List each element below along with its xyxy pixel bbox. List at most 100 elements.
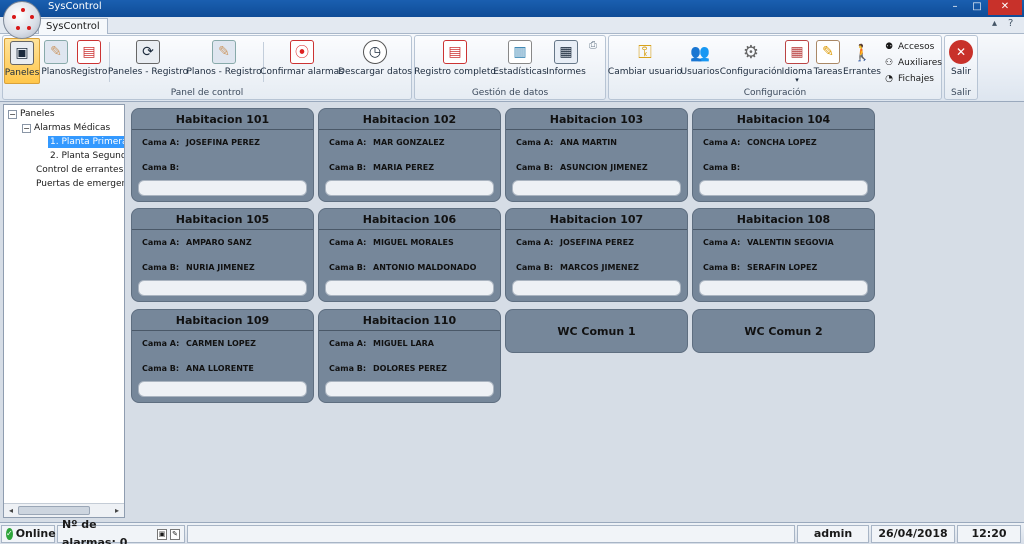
minimize-button[interactable]: – <box>952 1 958 12</box>
room-status-field <box>325 180 494 196</box>
paneles-registro-button[interactable]: ⟳ Paneles - Registro <box>108 38 188 84</box>
patient-name: JOSEFINA PEREZ <box>560 238 634 247</box>
status-message <box>187 525 795 543</box>
room-card[interactable]: Habitacion 104 Cama A:CONCHA LOPEZ Cama … <box>692 108 875 202</box>
registro-button[interactable]: ▤ Registro <box>71 38 107 84</box>
scroll-left-icon[interactable]: ◂ <box>8 506 13 515</box>
language-icon: ▦ <box>785 40 809 64</box>
orb-dot-icon <box>21 8 25 12</box>
full-log-icon: ▤ <box>443 40 467 64</box>
fichajes-button[interactable]: ◔Fichajes <box>883 72 942 86</box>
patient-name: MIGUEL MORALES <box>373 238 454 247</box>
orb-dot-icon <box>30 15 34 19</box>
auxiliares-button[interactable]: ⚇Auxiliares <box>883 56 942 70</box>
cambiar-usuario-button[interactable]: ⚿ Cambiar usuario <box>608 38 682 84</box>
tree-item-puertas-emergencia[interactable]: Puertas de emergencia <box>36 178 124 190</box>
panel-log-icon: ⟳ <box>136 40 160 64</box>
descargar-datos-button[interactable]: ◷ Descargar datos <box>338 38 412 84</box>
room-card[interactable]: Habitacion 101 Cama A:JOSEFINA PEREZ Cam… <box>131 108 314 202</box>
collapse-icon[interactable]: − <box>22 123 31 133</box>
accesos-button[interactable]: ⚉Accesos <box>883 40 942 54</box>
bed-b-row: Cama B:ANTONIO MALDONADO <box>319 255 500 280</box>
room-title: Habitacion 102 <box>319 109 500 130</box>
tree-label: Control de errantes <box>36 165 124 175</box>
registro-completo-button[interactable]: ▤ Registro completo <box>414 38 496 84</box>
confirmar-alarmas-label: Confirmar alarmas <box>260 67 344 77</box>
chevron-down-icon: ▾ <box>795 76 799 84</box>
paneles-button[interactable]: ▣ Paneles <box>4 38 40 84</box>
bed-a-row: Cama A:JOSEFINA PEREZ <box>132 130 313 155</box>
confirmar-alarmas-button[interactable]: ⦿ Confirmar alarmas <box>260 38 344 84</box>
informes-button[interactable]: ▦ Informes <box>546 38 586 84</box>
tree-label: 1. Planta Primera <box>48 136 124 148</box>
tareas-button[interactable]: ✎ Tareas <box>813 38 843 84</box>
salir-button[interactable]: ✕ Salir <box>946 38 976 84</box>
maximize-button[interactable]: □ <box>972 1 982 12</box>
exit-icon: ✕ <box>949 40 973 64</box>
room-card[interactable]: Habitacion 107 Cama A:JOSEFINA PEREZ Cam… <box>505 208 688 302</box>
planos-label: Planos <box>41 67 71 77</box>
scroll-right-icon[interactable]: ▸ <box>114 506 119 515</box>
bed-a-row: Cama A:VALENTIN SEGOVIA <box>693 230 874 255</box>
current-user: admin <box>797 525 869 543</box>
collapse-icon[interactable]: − <box>8 109 17 119</box>
planos-button[interactable]: ✎ Planos <box>41 38 71 84</box>
panel-icon[interactable]: ▣ <box>157 528 168 540</box>
group-label-salir: Salir <box>951 88 971 98</box>
bed-a-row: Cama A:ANA MARTIN <box>506 130 687 155</box>
tree-label: Alarmas Médicas <box>34 123 111 133</box>
bed-b-row: Cama B:MARIA PEREZ <box>319 155 500 180</box>
tree-item-control-errantes[interactable]: Control de errantes <box>36 164 123 176</box>
scrollbar-thumb[interactable] <box>18 506 90 515</box>
orb-dot-icon <box>27 26 31 30</box>
planos-registro-button[interactable]: ✎ Planos - Registro <box>186 38 262 84</box>
room-card[interactable]: Habitacion 109 Cama A:CARMEN LOPEZ Cama … <box>131 309 314 403</box>
wc-title: WC Comun 1 <box>557 324 636 338</box>
settings-icon: ⚙ <box>742 41 760 63</box>
salir-label: Salir <box>951 67 971 77</box>
close-button[interactable]: ✕ <box>988 0 1022 15</box>
bed-label: Cama A: <box>142 238 180 247</box>
bed-label: Cama A: <box>142 339 180 348</box>
wc-card[interactable]: WC Comun 2 <box>692 309 875 353</box>
plans-icon[interactable]: ✎ <box>170 528 180 540</box>
plans-log-icon: ✎ <box>212 40 236 64</box>
tab-syscontrol[interactable]: SysControl <box>38 18 108 35</box>
room-card[interactable]: Habitacion 102 Cama A:MAR GONZALEZ Cama … <box>318 108 501 202</box>
room-title: Habitacion 108 <box>693 209 874 230</box>
print-icon[interactable]: ⎙ <box>589 40 597 51</box>
room-card[interactable]: Habitacion 110 Cama A:MIGUEL LARA Cama B… <box>318 309 501 403</box>
group-configuracion: ⚿ Cambiar usuario 👥 Usuarios ⚙ Configura… <box>608 35 942 100</box>
idioma-button[interactable]: ▦ Idioma ▾ <box>781 38 813 84</box>
bed-label: Cama B: <box>329 364 367 373</box>
ribbon-minimize-icon[interactable]: ▴ <box>992 18 998 29</box>
patient-name: JOSEFINA PEREZ <box>186 138 260 147</box>
alarm-count-label: Nº de alarmas: 0 <box>62 518 128 544</box>
room-title: Habitacion 105 <box>132 209 313 230</box>
configuracion-button[interactable]: ⚙ Configuración <box>720 38 782 84</box>
room-card[interactable]: Habitacion 105 Cama A:AMPARO SANZ Cama B… <box>131 208 314 302</box>
room-status-field <box>138 180 307 196</box>
tree-horizontal-scrollbar[interactable]: ◂ ▸ <box>4 503 124 517</box>
app-menu-button[interactable] <box>3 1 41 39</box>
estadisticas-button[interactable]: ▥ Estadísticas <box>493 38 547 84</box>
orb-dot-icon <box>12 15 16 19</box>
room-status-field <box>512 180 681 196</box>
help-icon[interactable]: ? <box>1008 18 1014 29</box>
patient-name: VALENTIN SEGOVIA <box>747 238 834 247</box>
tree-item-planta-segunda[interactable]: 2. Planta Segunda <box>50 150 124 162</box>
room-card[interactable]: Habitacion 106 Cama A:MIGUEL MORALES Cam… <box>318 208 501 302</box>
tree-item-paneles[interactable]: − Paneles <box>8 108 55 120</box>
patient-name: DOLORES PEREZ <box>373 364 447 373</box>
usuarios-button[interactable]: 👥 Usuarios <box>681 38 720 84</box>
ribbon-tab-row: SysControl ▴ ? <box>0 17 1024 35</box>
errantes-label: Errantes <box>843 67 881 77</box>
wc-card[interactable]: WC Comun 1 <box>505 309 688 353</box>
tree-item-alarmas-medicas[interactable]: − Alarmas Médicas <box>22 122 110 134</box>
bed-label: Cama B: <box>703 263 741 272</box>
tree-item-planta-primera[interactable]: 1. Planta Primera <box>48 136 124 148</box>
errantes-button[interactable]: 🚶 Errantes <box>843 38 881 84</box>
room-card[interactable]: Habitacion 108 Cama A:VALENTIN SEGOVIA C… <box>692 208 875 302</box>
bed-a-row: Cama A:CONCHA LOPEZ <box>693 130 874 155</box>
room-card[interactable]: Habitacion 103 Cama A:ANA MARTIN Cama B:… <box>505 108 688 202</box>
